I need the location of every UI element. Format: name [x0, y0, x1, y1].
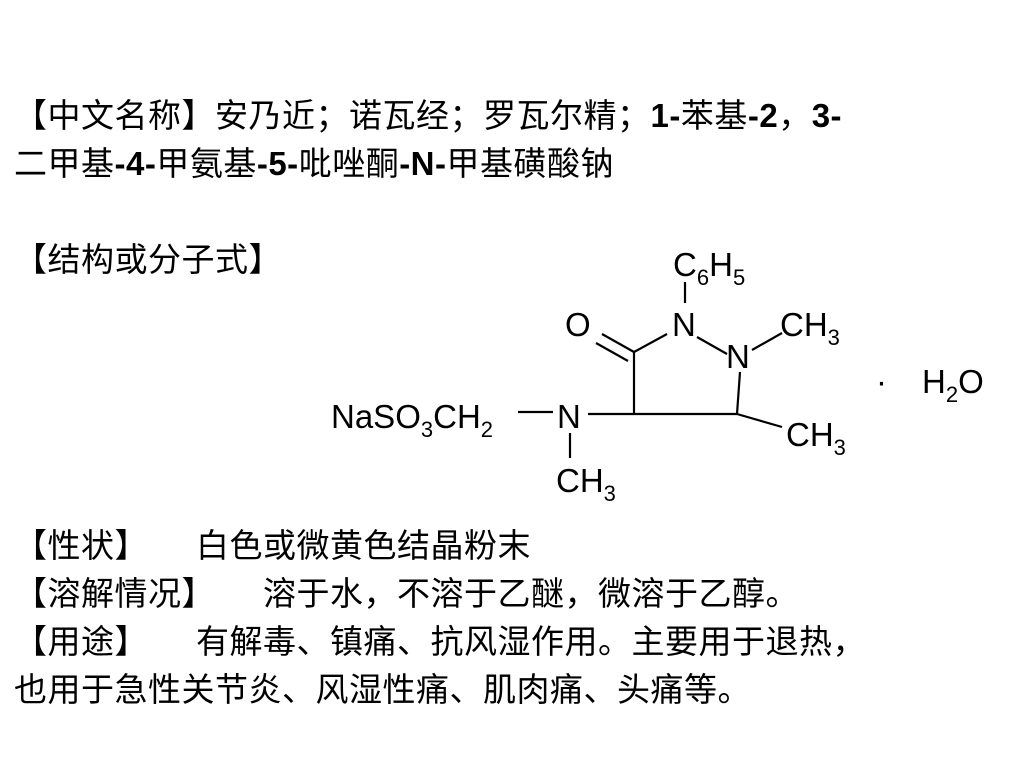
name-line-1: 【中文名称】安乃近；诺瓦经；罗瓦尔精；1-苯基-2，3-: [14, 96, 842, 136]
name-part-phenyl: 苯基: [680, 96, 748, 135]
name-locant-4: -4-: [114, 145, 157, 182]
name-locant-2: -2: [747, 97, 779, 134]
usage-label: 【用途】: [14, 622, 148, 661]
structure-label: 【结构或分子式】: [14, 240, 282, 279]
hydrate-dot: ·: [876, 363, 887, 400]
name-locant-5: -5-: [256, 145, 299, 182]
c-methyl-group: CH3: [786, 416, 846, 460]
bond-c3-methyl: [736, 412, 783, 429]
n2-atom: N: [726, 338, 750, 375]
bond-c5-o-b: [595, 342, 629, 362]
name-locant-1: 1-: [650, 97, 681, 134]
name-label: 【中文名称】: [14, 96, 215, 135]
solubility-line: 【溶解情况】 溶于水，不溶于乙醚，微溶于乙醇。: [14, 574, 799, 614]
properties-label: 【性状】: [14, 526, 148, 565]
amino-n-atom: N: [557, 398, 581, 435]
name-part-dimethyl: 二甲基: [14, 144, 115, 183]
sulfonate-group: NaSO3CH2: [331, 398, 493, 442]
solubility-label: 【溶解情况】: [14, 574, 215, 613]
n-methyl-group: CH3: [780, 306, 840, 350]
name-part-methylamino: 甲氨基: [156, 144, 257, 183]
solubility-value: 溶于水，不溶于乙醚，微溶于乙醇。: [263, 574, 799, 613]
usage-line-1: 【用途】 有解毒、镇痛、抗风湿作用。主要用于退热，: [14, 622, 866, 662]
bond-n1-c5: [633, 333, 668, 353]
name-part-pyrazolone: 吡唑酮: [298, 144, 400, 183]
oxygen-atom: O: [565, 306, 591, 343]
properties-line: 【性状】 白色或微黄色结晶粉末: [14, 526, 531, 566]
name-locant-3: 3-: [811, 97, 843, 134]
phenyl-group: C6H5: [673, 246, 745, 290]
bond-n2-methyl: [751, 332, 783, 351]
water-molecule: H2O: [922, 363, 984, 407]
name-locant-n: -N-: [399, 145, 447, 182]
bond-c5-o-a: [601, 333, 635, 353]
usage-value-1: 有解毒、镇痛、抗风湿作用。主要用于退热，: [196, 622, 866, 661]
usage-line-2: 也用于急性关节炎、风湿性痛、肌肉痛、头痛等。: [14, 670, 751, 709]
name-aliases: 安乃近；诺瓦经；罗瓦尔精；: [215, 96, 651, 135]
bond-n2-c3: [735, 371, 742, 415]
amino-methyl-group: CH3: [556, 462, 616, 506]
name-part-sulfonate: 甲基磺酸钠: [446, 144, 614, 183]
name-comma: ，: [778, 96, 812, 135]
properties-value: 白色或微黄色结晶粉末: [196, 526, 531, 565]
n1-atom: N: [672, 306, 696, 343]
name-line-2: 二甲基-4-甲氨基-5-吡唑酮-N-甲基磺酸钠: [14, 144, 614, 184]
bond-n1-n2: [696, 336, 728, 355]
